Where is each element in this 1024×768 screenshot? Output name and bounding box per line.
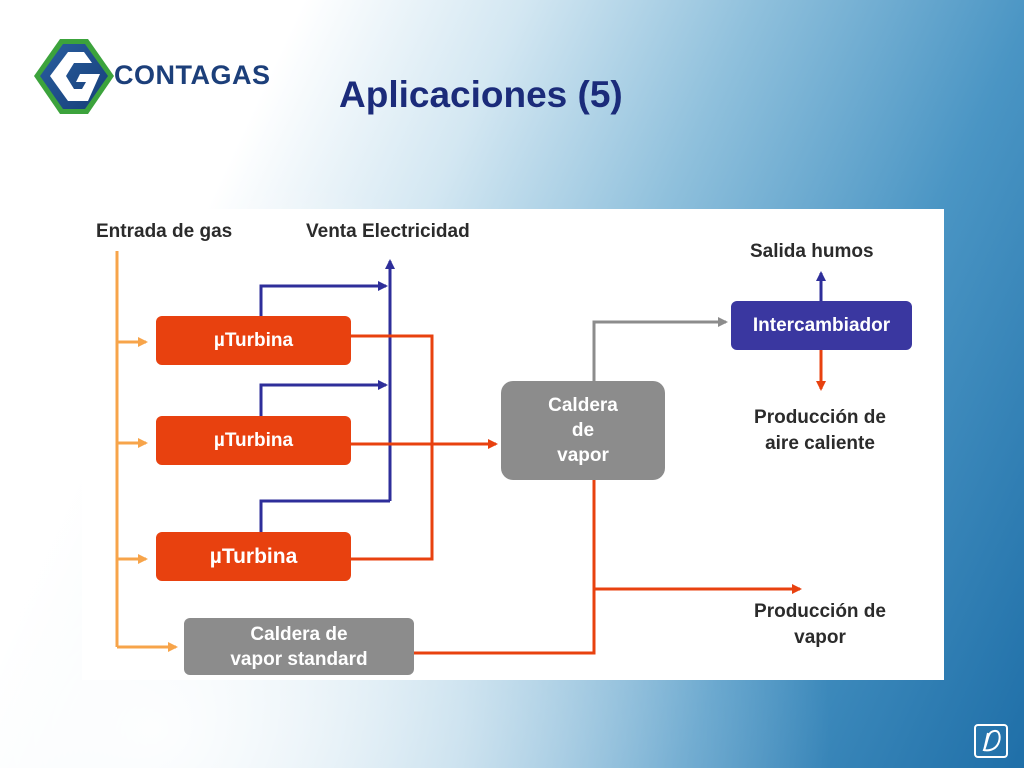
flow-lines: [115, 251, 826, 655]
diagram-panel: Entrada de gas Venta Electricidad Salida…: [82, 209, 944, 680]
microturbine-box-3: µTurbina: [156, 532, 351, 581]
hot-air-production-label: Producción de aire caliente: [744, 405, 896, 457]
microturbine-box-1: µTurbina: [156, 316, 351, 365]
page-title: Aplicaciones (5): [339, 74, 623, 115]
steam-boiler-line-1: Caldera: [548, 395, 618, 416]
steam-boiler-box: Caldera de vapor: [501, 381, 665, 480]
steam-boiler-line-2: de: [571, 420, 595, 441]
electricity-sale-label: Venta Electricidad: [306, 221, 470, 242]
standard-boiler-line-1: Caldera de: [250, 623, 348, 645]
contagas-logo: [34, 39, 114, 114]
exhaust-lines: [350, 334, 826, 655]
electricity-lines: [259, 259, 395, 532]
steam-boiler-line-3: vapor: [557, 445, 609, 466]
steam-out-line-2: vapor: [794, 627, 846, 648]
steam-production-label: Producción de vapor: [744, 599, 896, 651]
standard-boiler-box: Caldera de vapor standard: [184, 618, 414, 675]
bypass-line: [592, 317, 728, 381]
heat-exchanger-box: Intercambiador: [731, 301, 912, 350]
logo-text: CONTAGAS: [114, 60, 271, 90]
gas-input-label: Entrada de gas: [96, 221, 233, 242]
smoke-exit-label: Salida humos: [750, 241, 874, 262]
gas-feed-lines: [115, 251, 178, 652]
corner-emblem-icon: [974, 724, 1008, 758]
hot-air-line-2: aire caliente: [765, 433, 875, 454]
hot-air-line-1: Producción de: [754, 407, 886, 428]
microturbine-box-2: µTurbina: [156, 416, 351, 465]
steam-out-line-1: Producción de: [754, 601, 886, 622]
standard-boiler-line-2: vapor standard: [230, 648, 368, 670]
